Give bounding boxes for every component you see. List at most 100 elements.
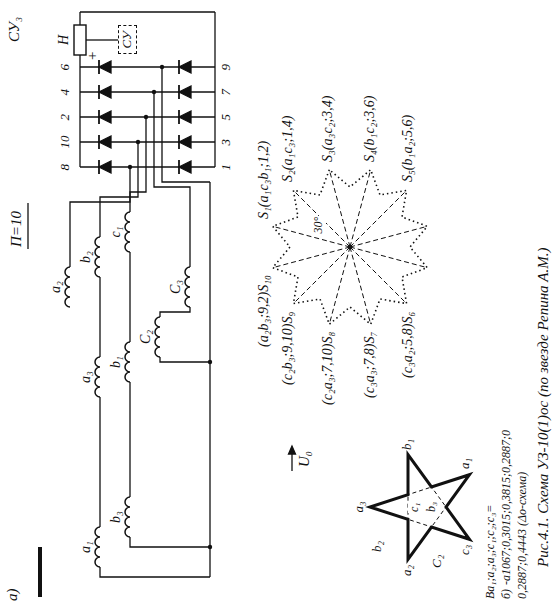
diode-symbol [99,111,111,123]
wire-line [100,567,210,577]
vector-ray [350,247,407,304]
core-bar [38,547,42,597]
junction-dot [208,545,212,549]
diode-symbol [99,161,111,173]
winding-coil [95,527,100,567]
diode-symbol [99,86,111,98]
winding-label: a₃ [78,371,94,383]
vector-label: (a₂b₃;9,2)S₁₀ [256,275,272,347]
diode-bar [178,135,180,149]
diode-number: 2 [58,114,73,121]
wire-line [130,117,146,212]
underline [27,203,28,249]
positive-bus [79,55,80,167]
wire-line [99,277,100,357]
junction-dot [160,65,164,69]
wire-line [99,397,100,527]
wire-line [160,357,210,362]
winding-coil [125,212,130,252]
vector-ray [273,247,350,268]
diode-symbol [99,61,111,73]
vector-ray [293,247,350,304]
ratio-note: -a1067;0,3015;0,3815;0,2887;0 [500,430,514,585]
wire-line [162,67,210,182]
diode-number: 4 [58,89,73,96]
vector-label: S₂(a₁c₃;1,4) [280,116,296,182]
ratio-note: 0,2887;0,4443 (Δo-схема) [516,472,530,599]
junction-dot [128,165,132,169]
vector-ray [350,247,371,324]
winding-label: b₃ [425,501,439,513]
junction-dot [208,360,212,364]
pentagram-outline [370,455,470,560]
control-unit-box: СУ [118,25,137,54]
diode-symbol [179,111,191,123]
angle-label: 30° [312,216,326,235]
diode-bar [98,60,100,74]
load-label: Н [56,35,72,45]
wire-line [79,12,80,25]
winding-coil [95,357,100,397]
vector-ray [329,247,350,324]
wire-line [80,11,215,12]
winding-label: a₂ [48,281,64,293]
winding-label: C₂ [430,555,445,568]
junction-dot [144,115,148,119]
wire-line [160,307,190,317]
diode-number: 10 [58,136,73,149]
diode-symbol [179,161,191,173]
diode-number: 1 [219,164,234,171]
diode-number: 6 [58,64,73,71]
junction-dot [348,245,352,249]
winding-label: a₃ [352,501,367,512]
winding-coil [125,497,130,537]
unit-label: СУ₃ [6,17,23,42]
figure-letter: б) [500,589,514,599]
vector-ray [350,247,427,268]
diode-bar [178,110,180,124]
diode-bar [178,85,180,99]
vector-ray [350,190,407,247]
winding-label: b₁ [108,356,124,368]
winding-label: a₂ [400,565,415,576]
diode-bar [98,85,100,99]
diode-bar [178,60,180,74]
winding-label: b₂ [78,251,94,263]
diode-number: 8 [58,164,73,171]
diode-bar [178,160,180,174]
diode-number: 5 [219,114,234,121]
junction-dot [136,140,140,144]
polarity-sign: + [84,51,101,61]
figure-letter: а) [4,589,21,602]
diode-number: 3 [219,139,234,146]
winding-label: a₁ [458,458,473,469]
vector-label: S₄(b₁c₂;3,6) [362,96,378,162]
diode-symbol [179,136,191,148]
junction-dot [152,90,156,94]
winding-label: c₃ [458,545,473,555]
vector-name: U₀ [296,451,313,467]
winding-label: b₁ [400,439,415,450]
wire-line [209,182,210,577]
winding-label: c₁ [108,226,124,237]
winding-coil [65,267,70,307]
unit-label: СУ [120,31,135,48]
pulse-count: П=10 [8,211,25,247]
vector-ray [350,226,427,247]
winding-coil [95,237,100,277]
wire-line [129,252,130,342]
vector-label: S₅(b₁a₂;5,6) [400,115,416,182]
control-link [86,39,118,40]
diode-bar [98,160,100,174]
wire-line [129,382,130,497]
resistor-symbol [74,25,86,55]
vector-label: (c₂b₃;9,10)S₉ [280,312,296,385]
winding-label: a₁ [78,541,94,553]
winding-label: C₃ [168,280,184,294]
winding-label: b₂ [370,541,385,552]
vector-label: S₃(a₃c₂;3,4) [320,96,336,162]
winding-coil [155,317,160,357]
vector-ray [293,190,350,247]
diode-symbol [99,136,111,148]
